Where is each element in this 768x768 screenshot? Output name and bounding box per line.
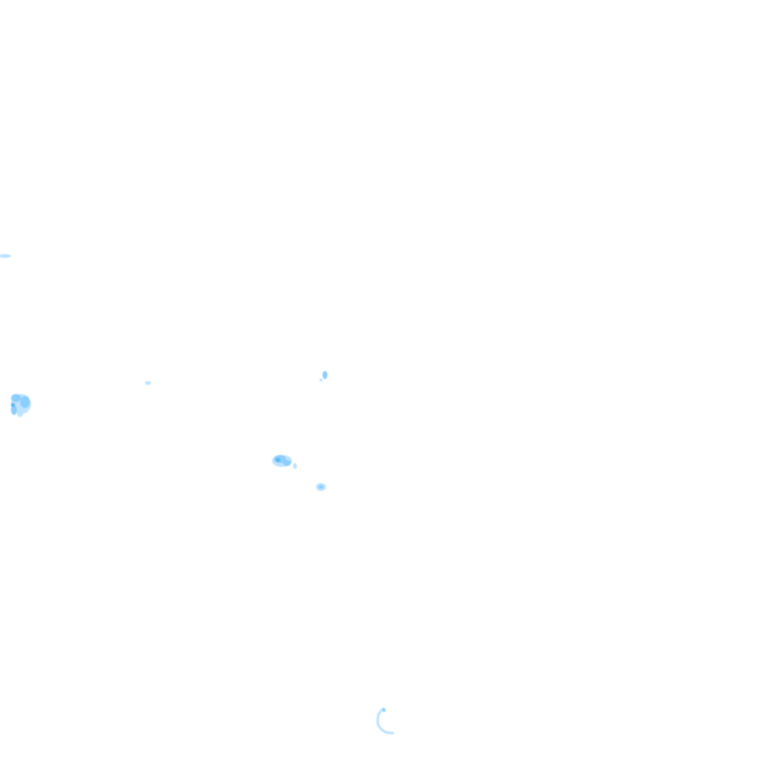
precip-blob-center [272, 455, 297, 469]
precip-speck-1 [145, 381, 151, 385]
precip-speck-2 [319, 371, 328, 382]
precip-speck-3 [316, 483, 326, 491]
precip-arc-bottom [376, 707, 395, 735]
precip-blob-left [11, 394, 31, 417]
precip-blob-edge [0, 254, 11, 258]
